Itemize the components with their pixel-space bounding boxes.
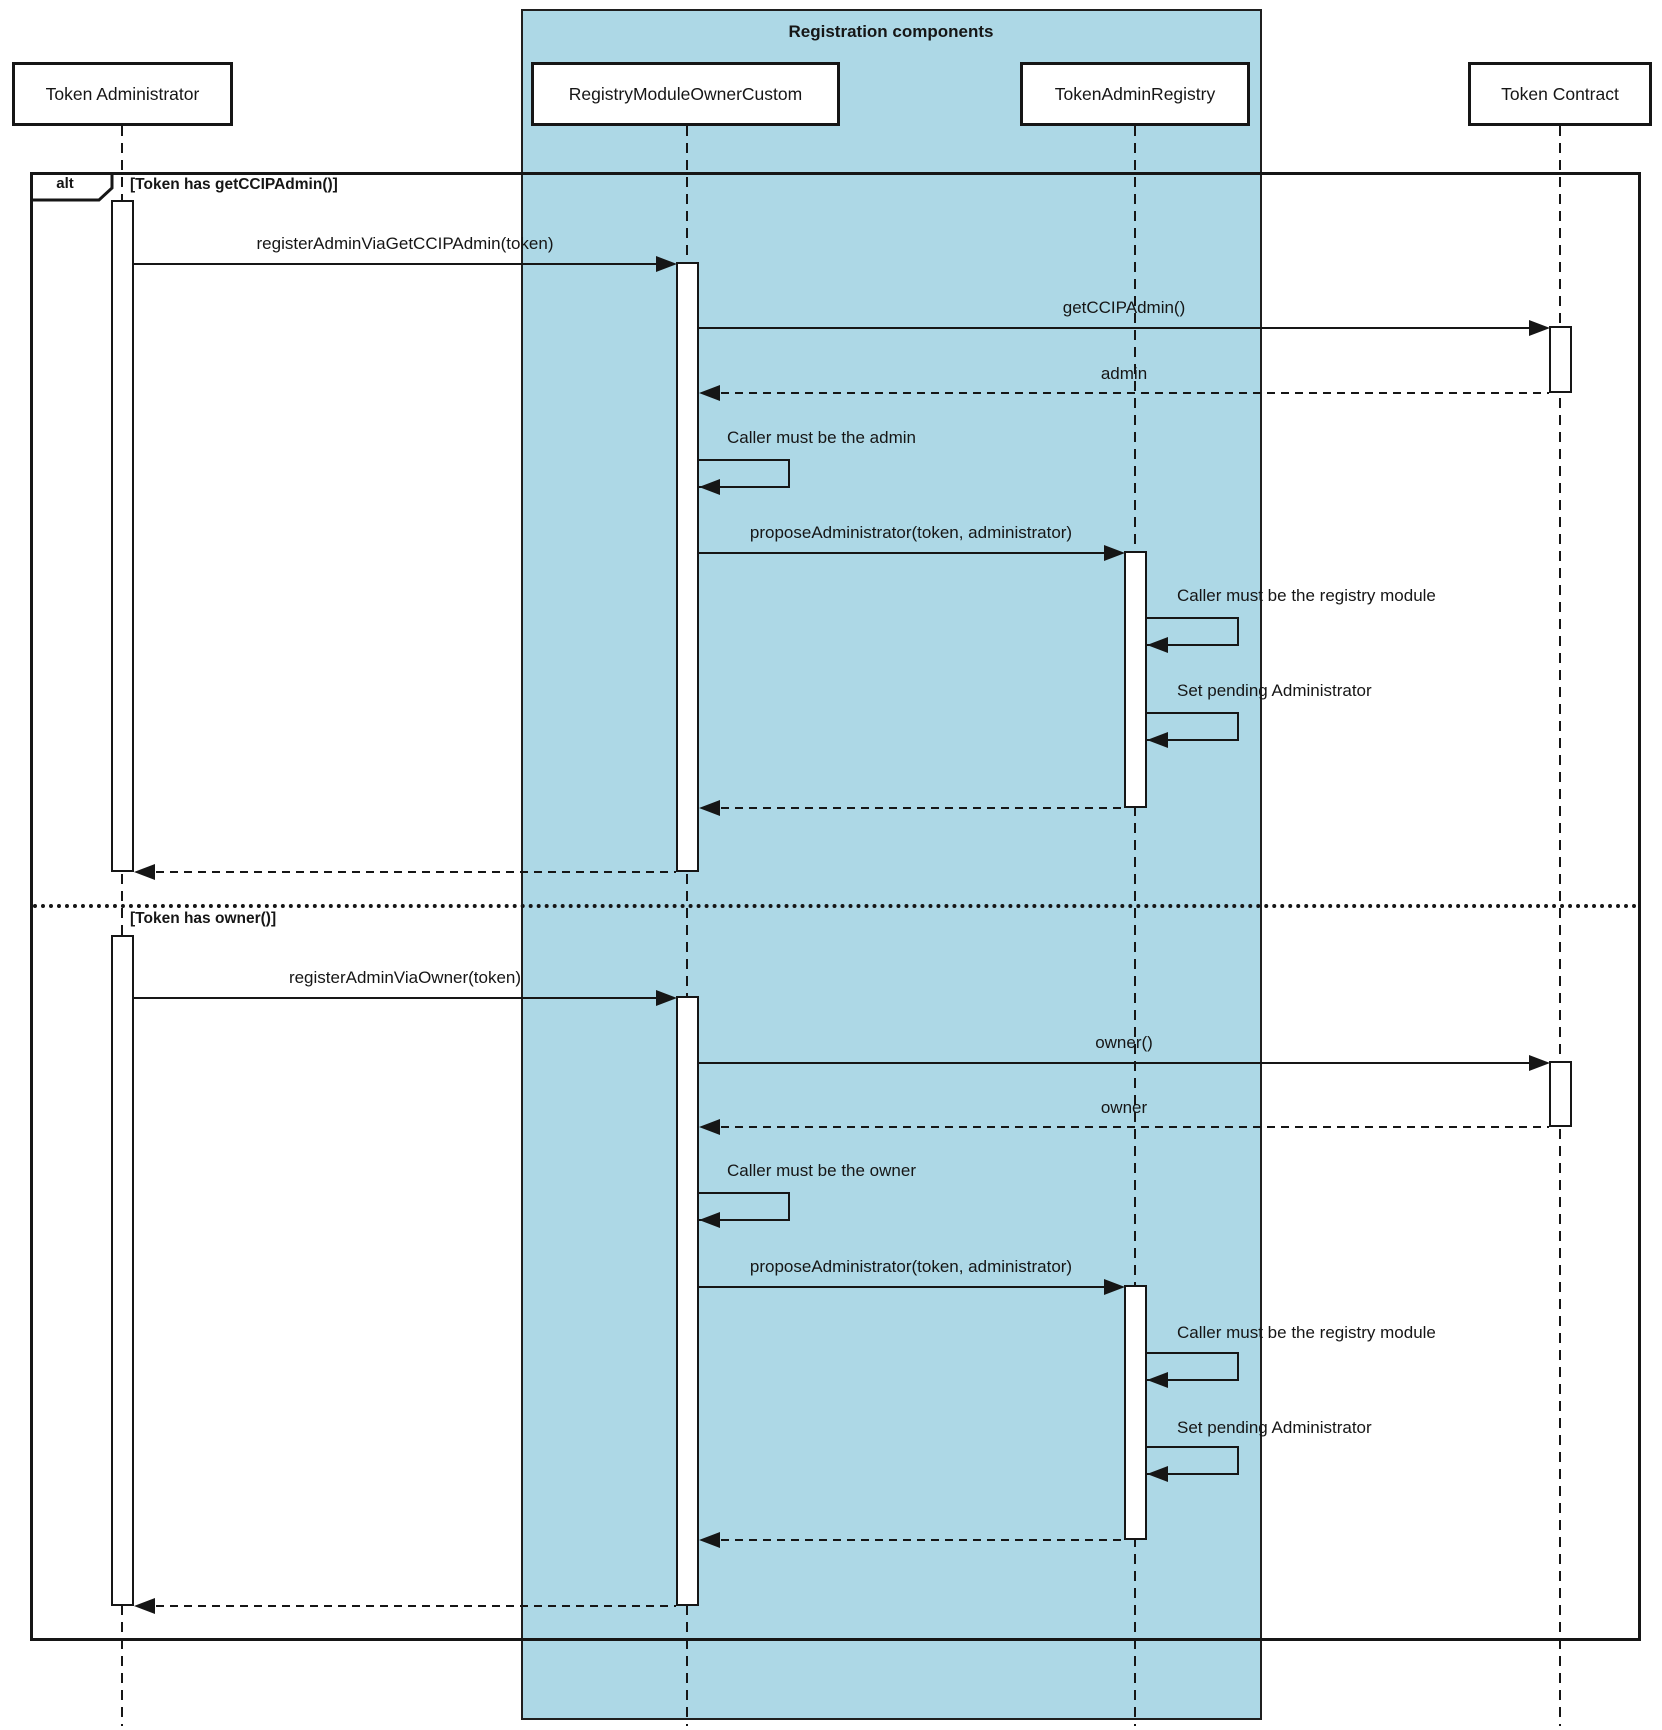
self-message-loop: [1147, 1446, 1239, 1475]
arrowhead-left: [699, 800, 720, 816]
arrowhead-left: [134, 1598, 155, 1614]
self-message-label: Set pending Administrator: [1177, 1418, 1372, 1437]
arrowhead-left: [699, 479, 720, 495]
arrowhead-right: [1104, 1279, 1125, 1295]
message-label: getCCIPAdmin(): [1062, 298, 1186, 317]
activation-token-contract-1: [1549, 326, 1572, 393]
message-label: registerAdminViaGetCCIPAdmin(token): [256, 234, 554, 253]
return-label: admin: [1100, 364, 1148, 383]
self-message-loop: [699, 459, 790, 488]
message-label: proposeAdministrator(token, administrato…: [749, 523, 1073, 542]
self-message-label: Caller must be the registry module: [1177, 1323, 1436, 1342]
alt-operator-tag: alt: [30, 172, 114, 202]
message-line: [699, 1286, 1104, 1288]
participant-registry-module-owner-custom: RegistryModuleOwnerCustom: [531, 62, 840, 126]
return-line: [721, 1539, 1124, 1541]
condition-owner: [Token has owner()]: [130, 910, 277, 927]
message-label: owner(): [1095, 1033, 1153, 1052]
self-message-loop: [1147, 1352, 1239, 1381]
arrowhead-right: [1529, 1055, 1550, 1071]
arrowhead-right: [656, 256, 677, 272]
participant-label: Token Administrator: [45, 83, 200, 104]
participant-label: Token Contract: [1501, 83, 1619, 104]
return-line: [721, 1126, 1549, 1128]
message-line: [699, 327, 1529, 329]
participant-label: RegistryModuleOwnerCustom: [568, 83, 803, 104]
self-message-label: Caller must be the owner: [727, 1161, 916, 1180]
arrowhead-right: [1104, 545, 1125, 561]
arrowhead-left: [134, 864, 155, 880]
lifeline-token-contract: [1559, 126, 1561, 1726]
self-message-loop: [1147, 712, 1239, 741]
message-line: [699, 552, 1104, 554]
return-line: [721, 392, 1549, 394]
participant-label: TokenAdminRegistry: [1054, 83, 1216, 104]
return-line: [721, 807, 1124, 809]
arrowhead-left: [1147, 637, 1168, 653]
message-label: registerAdminViaOwner(token): [288, 968, 522, 987]
activation-registry-module-1: [676, 262, 699, 872]
arrowhead-left: [699, 1212, 720, 1228]
self-message-loop: [1147, 617, 1239, 646]
arrowhead-left: [699, 385, 720, 401]
arrowhead-right: [1529, 320, 1550, 336]
arrowhead-left: [699, 1532, 720, 1548]
region-title: Registration components: [788, 22, 994, 41]
message-line: [134, 997, 656, 999]
alt-fragment-frame: [30, 172, 1641, 1641]
arrowhead-left: [1147, 1372, 1168, 1388]
self-message-label: Set pending Administrator: [1177, 681, 1372, 700]
activation-token-administrator-2: [111, 935, 134, 1606]
activation-token-contract-2: [1549, 1061, 1572, 1127]
message-line: [699, 1062, 1529, 1064]
return-line: [156, 1605, 676, 1607]
activation-token-admin-registry-2: [1124, 1285, 1147, 1540]
alt-tag-shape: [30, 172, 114, 202]
self-message-label: Caller must be the admin: [727, 428, 916, 447]
arrowhead-left: [699, 1119, 720, 1135]
lifeline-registry-module-owner-custom: [686, 126, 688, 1726]
participant-token-admin-registry: TokenAdminRegistry: [1020, 62, 1250, 126]
participant-token-contract: Token Contract: [1468, 62, 1652, 126]
arrowhead-left: [1147, 732, 1168, 748]
activation-token-admin-registry-1: [1124, 551, 1147, 808]
alt-operator-label: alt: [56, 175, 74, 192]
activation-registry-module-2: [676, 996, 699, 1606]
arrowhead-right: [656, 990, 677, 1006]
condition-get-ccip-admin: [Token has getCCIPAdmin()]: [130, 176, 338, 193]
lifeline-token-admin-registry: [1134, 126, 1136, 1726]
return-line: [156, 871, 676, 873]
arrowhead-left: [1147, 1466, 1168, 1482]
return-label: owner: [1100, 1098, 1148, 1117]
participant-token-administrator: Token Administrator: [12, 62, 233, 126]
message-label: proposeAdministrator(token, administrato…: [749, 1257, 1073, 1276]
activation-token-administrator-1: [111, 200, 134, 872]
alt-section-divider: [33, 904, 1638, 908]
self-message-loop: [699, 1192, 790, 1221]
message-line: [134, 263, 656, 265]
self-message-label: Caller must be the registry module: [1177, 586, 1436, 605]
lifeline-token-administrator: [121, 126, 123, 1726]
